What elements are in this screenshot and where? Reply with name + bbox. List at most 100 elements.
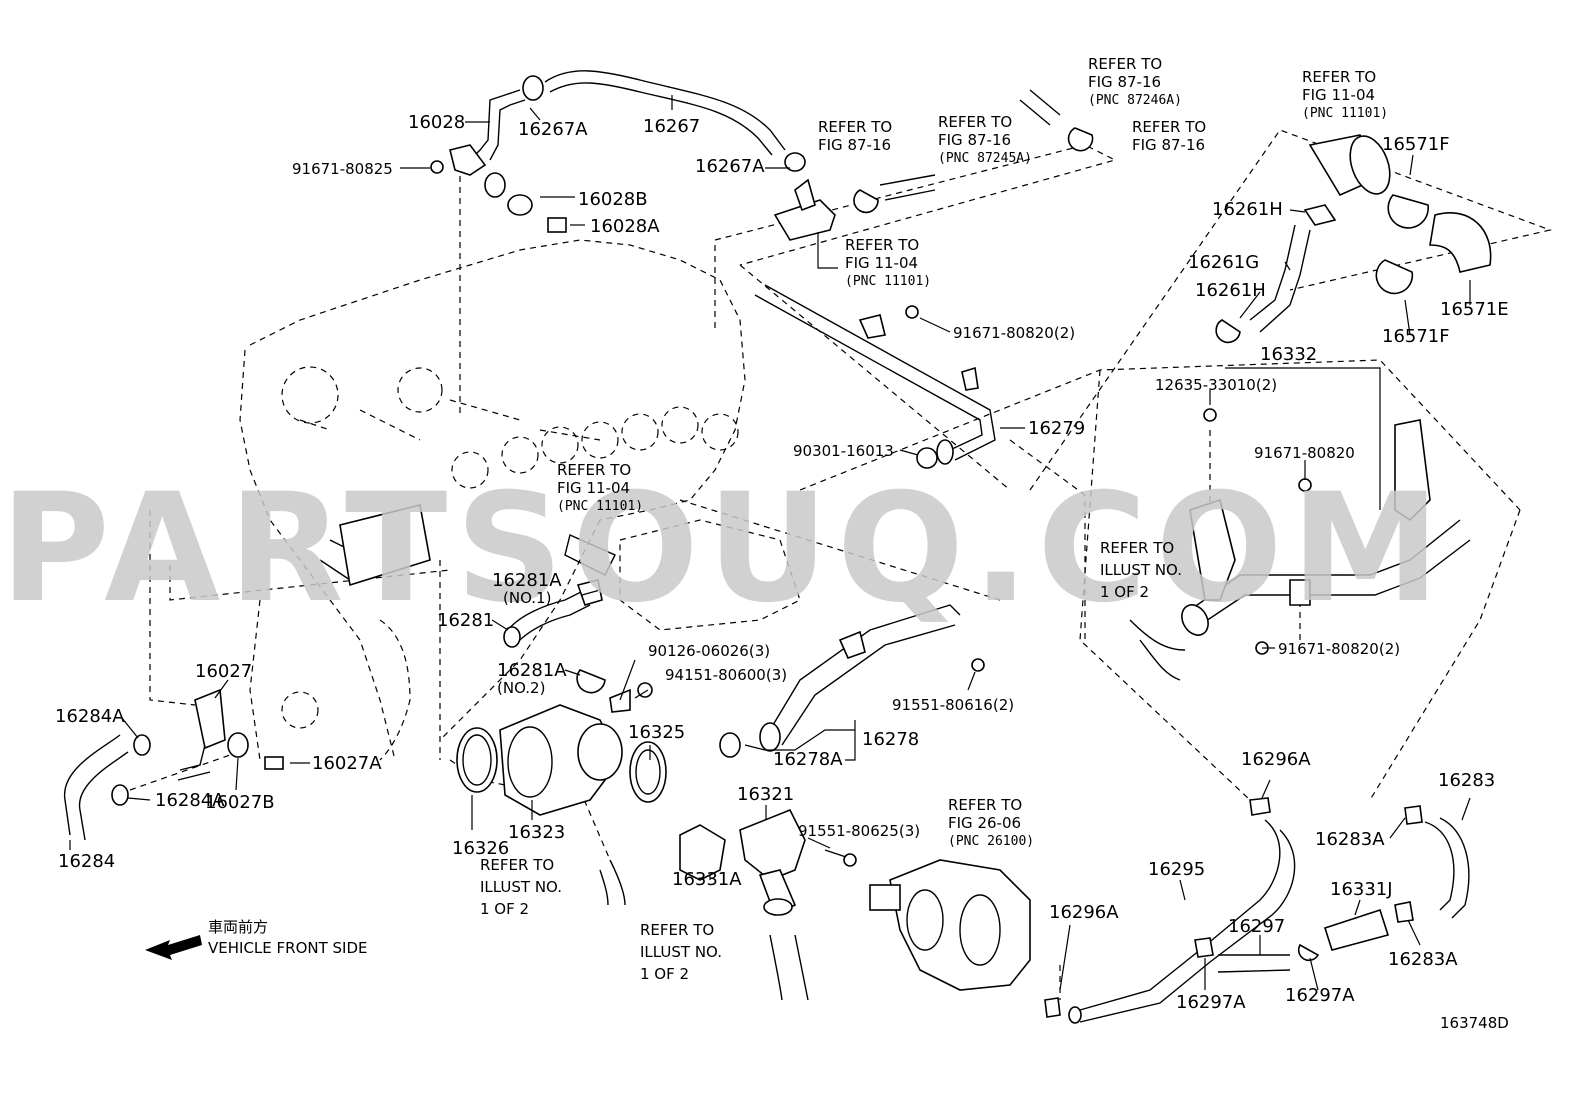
refer-note[interactable]: REFER TO ILLUST NO. 1 OF 2 [1100, 539, 1182, 601]
refer-line: FIG 11-04 [557, 479, 630, 497]
refer-line: 1 OF 2 [1100, 583, 1149, 601]
part-label[interactable]: 16296A [1049, 902, 1119, 923]
refer-line: FIG 87-16 [1088, 73, 1161, 91]
refer-line: REFER TO [1132, 118, 1206, 136]
part-labels: 16028 16267A 16267 91671-80825 16028B 16… [55, 112, 1509, 1013]
refer-line: FIG 11-04 [1302, 86, 1375, 104]
arrow-icon [145, 935, 202, 960]
refer-note[interactable]: REFER TO FIG 87-16 (PNC 87245A) [938, 113, 1032, 166]
direction-label-en: VEHICLE FRONT SIDE [208, 939, 368, 957]
refer-line: REFER TO [818, 118, 892, 136]
part-label[interactable]: 16297A [1285, 985, 1355, 1006]
part-label[interactable]: 16297A [1176, 992, 1246, 1013]
part-label[interactable]: 16267A [695, 156, 765, 177]
refer-line: REFER TO [1100, 539, 1174, 557]
part-label[interactable]: 91671-80825 [292, 160, 393, 178]
refer-notes: REFER TO FIG 87-16 REFER TO FIG 87-16 (P… [480, 55, 1388, 983]
part-label[interactable]: 16278 [862, 729, 919, 750]
part-label[interactable]: 16283A [1388, 949, 1458, 970]
refer-line: FIG 87-16 [818, 136, 891, 154]
refer-note[interactable]: REFER TO FIG 11-04 (PNC 11101) [1302, 68, 1388, 121]
refer-note[interactable]: REFER TO FIG 87-16 (PNC 87246A) [1088, 55, 1182, 108]
part-label[interactable]: 16028A [590, 216, 660, 237]
part-label[interactable]: 16331J [1330, 879, 1393, 900]
part-label-sub: (NO.2) [497, 679, 545, 697]
part-label[interactable]: 16284A [155, 790, 225, 811]
part-label-sub: (NO.1) [503, 589, 551, 607]
refer-note[interactable]: REFER TO ILLUST NO. 1 OF 2 [480, 856, 562, 918]
refer-line: REFER TO [640, 921, 714, 939]
refer-line: FIG 26-06 [948, 814, 1021, 832]
watermark-text: PARTSOUQ.COM [0, 462, 1448, 636]
engine-block-outline [239, 239, 801, 761]
refer-line: (PNC 11101) [1302, 106, 1388, 121]
part-label[interactable]: 16284 [58, 851, 115, 872]
part-label[interactable]: 16323 [508, 822, 565, 843]
part-label[interactable]: 91671-80820(2) [953, 324, 1075, 342]
refer-line: FIG 87-16 [1132, 136, 1205, 154]
refer-line: REFER TO [1088, 55, 1162, 73]
refer-note[interactable]: REFER TO FIG 11-04 (PNC 11101) [557, 461, 643, 514]
refer-line: FIG 11-04 [845, 254, 918, 272]
refer-line: 1 OF 2 [480, 900, 529, 918]
refer-line: REFER TO [938, 113, 1012, 131]
part-shapes [64, 70, 1492, 1024]
part-label[interactable]: 91671-80820 [1254, 444, 1355, 462]
refer-note[interactable]: REFER TO FIG 87-16 [1132, 118, 1206, 154]
leader-lines [69, 95, 1471, 991]
part-label[interactable]: 16027A [312, 753, 382, 774]
part-label[interactable]: 16281A [492, 570, 562, 591]
part-label[interactable]: 16267 [643, 116, 700, 137]
refer-line: REFER TO [948, 796, 1022, 814]
part-label[interactable]: 12635-33010(2) [1155, 376, 1277, 394]
direction-label-jp: 車両前方 [208, 918, 268, 936]
part-label[interactable]: 16261G [1188, 252, 1259, 273]
part-label[interactable]: 16571F [1382, 326, 1450, 347]
refer-line: REFER TO [557, 461, 631, 479]
part-label[interactable]: 16284A [55, 706, 125, 727]
part-label[interactable]: 16281 [437, 610, 494, 631]
part-label[interactable]: 16571E [1440, 299, 1509, 320]
part-label[interactable]: 91671-80820(2) [1278, 640, 1400, 658]
part-label[interactable]: 16278A [773, 749, 843, 770]
refer-line: REFER TO [480, 856, 554, 874]
part-label[interactable]: 16028B [578, 189, 648, 210]
refer-line: ILLUST NO. [640, 943, 722, 961]
part-label[interactable]: 16283 [1438, 770, 1495, 791]
part-label[interactable]: 91551-80616(2) [892, 696, 1014, 714]
part-label[interactable]: 91551-80625(3) [798, 822, 920, 840]
refer-note[interactable]: REFER TO ILLUST NO. 1 OF 2 [640, 921, 722, 983]
refer-line: (PNC 11101) [845, 274, 931, 289]
refer-line: (PNC 11101) [557, 499, 643, 514]
part-label[interactable]: 16261H [1195, 280, 1266, 301]
refer-note[interactable]: REFER TO FIG 87-16 [818, 118, 892, 154]
refer-note[interactable]: REFER TO FIG 26-06 (PNC 26100) [948, 796, 1034, 849]
refer-line: ILLUST NO. [480, 878, 562, 896]
part-label[interactable]: 16027B [205, 792, 275, 813]
part-label[interactable]: 16332 [1260, 344, 1317, 365]
part-label[interactable]: 16279 [1028, 418, 1085, 439]
refer-line: FIG 87-16 [938, 131, 1011, 149]
part-label[interactable]: 16331A [672, 869, 742, 890]
part-label[interactable]: 16283A [1315, 829, 1385, 850]
part-label[interactable]: 90126-06026(3) [648, 642, 770, 660]
part-label[interactable]: 16295 [1148, 859, 1205, 880]
part-label[interactable]: 16321 [737, 784, 794, 805]
part-label[interactable]: 16028 [408, 112, 465, 133]
refer-line: (PNC 87245A) [938, 151, 1032, 166]
refer-line: (PNC 26100) [948, 834, 1034, 849]
part-label[interactable]: 16261H [1212, 199, 1283, 220]
part-label[interactable]: 16571F [1382, 134, 1450, 155]
part-label[interactable]: 16296A [1241, 749, 1311, 770]
part-label[interactable]: 16325 [628, 722, 685, 743]
refer-note[interactable]: REFER TO FIG 11-04 (PNC 11101) [845, 236, 931, 289]
part-label[interactable]: 16297 [1228, 916, 1285, 937]
part-label[interactable]: 94151-80600(3) [665, 666, 787, 684]
part-label[interactable]: 16326 [452, 838, 509, 859]
part-label[interactable]: 16027 [195, 661, 252, 682]
part-label[interactable]: 90301-16013 [793, 442, 894, 460]
part-label[interactable]: 16267A [518, 119, 588, 140]
part-label[interactable]: 16281A [497, 660, 567, 681]
